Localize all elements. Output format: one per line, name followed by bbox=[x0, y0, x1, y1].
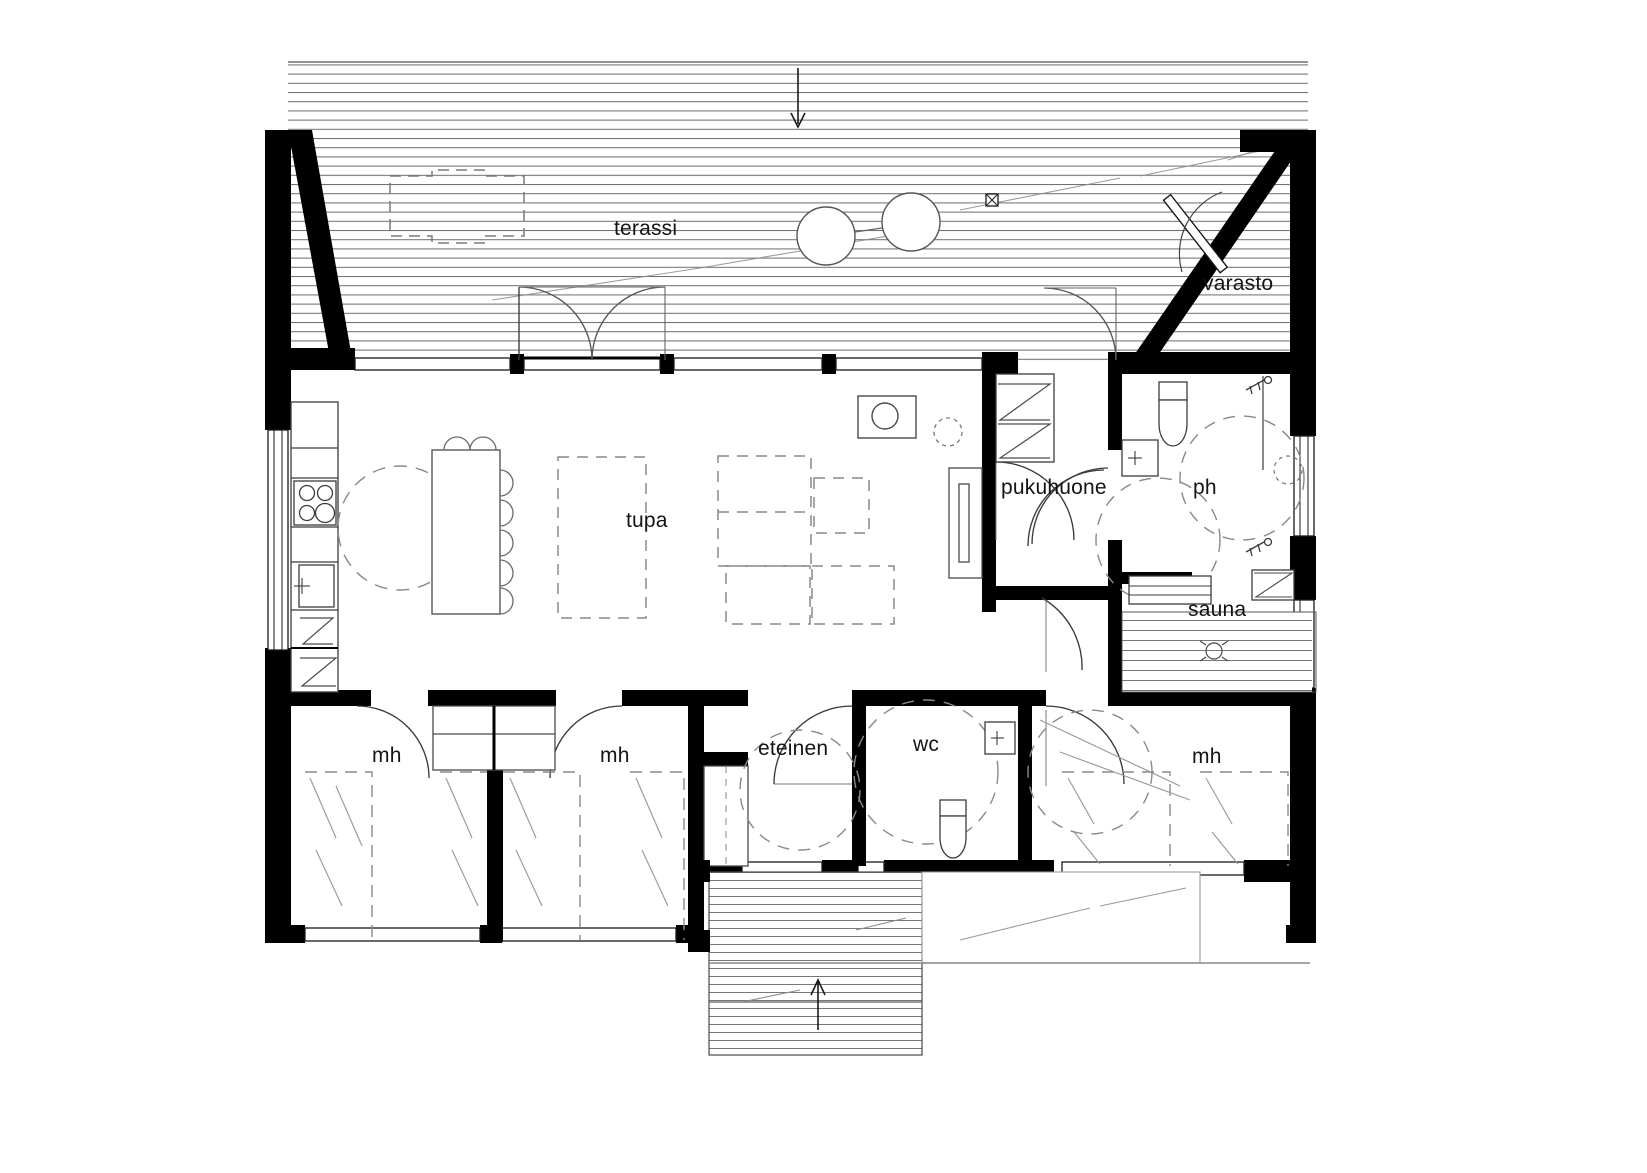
south-paving bbox=[921, 871, 1310, 964]
washbasin-wc bbox=[984, 721, 1016, 755]
porch-wall-stub bbox=[688, 860, 710, 952]
sauna-heater bbox=[1251, 569, 1295, 601]
room-label-mh-3: mh bbox=[1192, 745, 1222, 768]
bedroom-shared-unit bbox=[432, 705, 556, 771]
toilet-wc bbox=[939, 799, 967, 859]
shower-head bbox=[1245, 375, 1273, 557]
eteinen-closet bbox=[703, 765, 749, 867]
ph-room bbox=[1095, 375, 1305, 603]
terrace-entry-arrow bbox=[790, 68, 806, 129]
room-label-tupa: tupa bbox=[626, 509, 668, 532]
room-label-mh-1: mh bbox=[372, 744, 402, 767]
sauna-bench bbox=[1128, 575, 1212, 605]
room-label-sauna: sauna bbox=[1188, 598, 1247, 621]
room-label-eteinen: eteinen bbox=[758, 737, 829, 760]
room-label-pukuhuone: pukuhuone bbox=[1001, 476, 1107, 499]
room-label-wc: wc bbox=[913, 733, 940, 756]
room-label-varasto: varasto bbox=[1203, 272, 1274, 295]
wardrobes bbox=[305, 771, 1289, 940]
hall-cabinet bbox=[948, 467, 983, 579]
fireplace bbox=[857, 395, 963, 447]
varasto-door bbox=[1162, 191, 1229, 274]
room-label-ph: ph bbox=[1193, 476, 1217, 499]
mh3-circulation bbox=[1027, 709, 1153, 835]
kitchen-sink bbox=[294, 564, 335, 608]
wc-room bbox=[939, 721, 1016, 859]
terrace-chairs bbox=[796, 192, 941, 266]
pukuhuone-room bbox=[995, 373, 1159, 477]
kitchen-stove bbox=[293, 480, 337, 526]
washbasin bbox=[1121, 439, 1159, 477]
exterior-windows bbox=[267, 356, 1315, 942]
entry-porch bbox=[708, 871, 923, 1056]
room-label-mh-2: mh bbox=[600, 744, 630, 767]
sauna-room bbox=[1121, 569, 1317, 693]
dining-table bbox=[431, 436, 514, 615]
toilet-ph bbox=[1158, 381, 1188, 447]
tupa-furniture bbox=[557, 455, 895, 625]
pukuhuone-closet bbox=[995, 373, 1055, 463]
terrace-table bbox=[389, 169, 525, 244]
kitchen bbox=[290, 401, 463, 693]
eteinen-room bbox=[703, 699, 999, 867]
floor-drain bbox=[1199, 640, 1229, 662]
terrace-post bbox=[985, 193, 999, 207]
wardrobe-door-hints bbox=[309, 719, 1239, 907]
room-label-terassi: terassi bbox=[614, 217, 678, 240]
